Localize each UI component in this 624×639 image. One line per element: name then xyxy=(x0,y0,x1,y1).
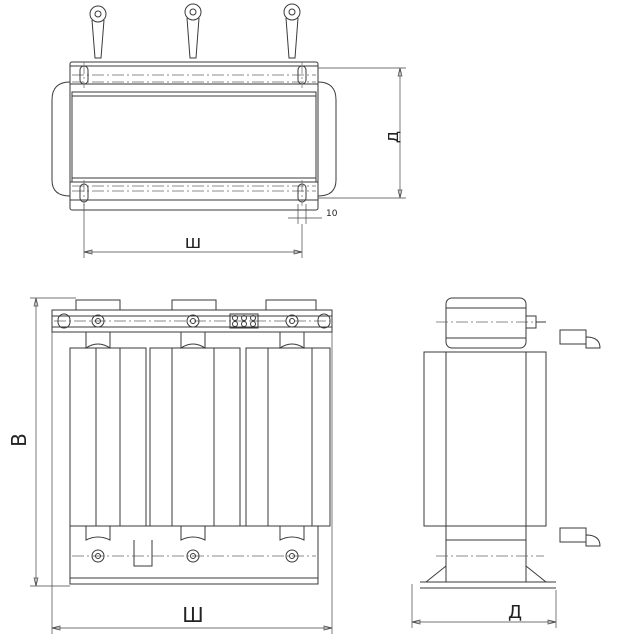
front-view-bottom-lead-tabs xyxy=(85,526,305,541)
front-view-coil-2 xyxy=(149,347,241,527)
front-view-top-rail xyxy=(51,309,333,333)
label-depth-top: д xyxy=(382,131,403,143)
label-height-front: В xyxy=(7,433,31,447)
dimension-depth-side xyxy=(411,584,557,628)
top-view-coil-right xyxy=(317,81,337,197)
side-view-coil xyxy=(423,351,547,527)
front-view xyxy=(30,297,333,634)
side-view-top-clamp xyxy=(436,297,546,349)
side-view-top-lug xyxy=(559,329,601,349)
front-view-rail-slots xyxy=(57,313,331,329)
front-view-coil-1 xyxy=(69,347,147,527)
dimension-depth-top xyxy=(318,67,406,199)
top-view-core xyxy=(71,91,317,183)
label-width-front: Ш xyxy=(182,603,203,627)
front-view-coil-3 xyxy=(245,347,331,527)
top-view-upper-bar xyxy=(69,65,319,85)
label-depth-side: Д xyxy=(508,602,522,623)
dimension-height-front xyxy=(30,297,76,587)
front-view-top-tabs xyxy=(75,299,317,311)
side-view-bottom-lug xyxy=(559,527,601,547)
top-view-frame xyxy=(69,61,319,211)
top-view-lugs xyxy=(89,3,301,59)
front-view-bottom-clamp xyxy=(69,525,319,585)
label-offset: 10 xyxy=(326,209,338,219)
front-view-terminals xyxy=(91,314,299,328)
front-view-bottom-cutout xyxy=(133,540,153,567)
side-view xyxy=(411,297,601,628)
top-view-mounting-slots xyxy=(79,62,307,206)
front-view-lead-tabs xyxy=(85,332,305,349)
front-view-terminal-block xyxy=(229,313,259,329)
label-width-top: ш xyxy=(185,232,201,253)
top-view-coil-left xyxy=(51,81,71,197)
side-view-bottom-foot xyxy=(420,525,556,589)
dimension-offset xyxy=(288,204,322,224)
dimension-width-top xyxy=(83,204,303,258)
dimension-width-front xyxy=(51,332,333,634)
top-view xyxy=(51,3,406,258)
front-view-bottom-terminals xyxy=(91,549,299,563)
